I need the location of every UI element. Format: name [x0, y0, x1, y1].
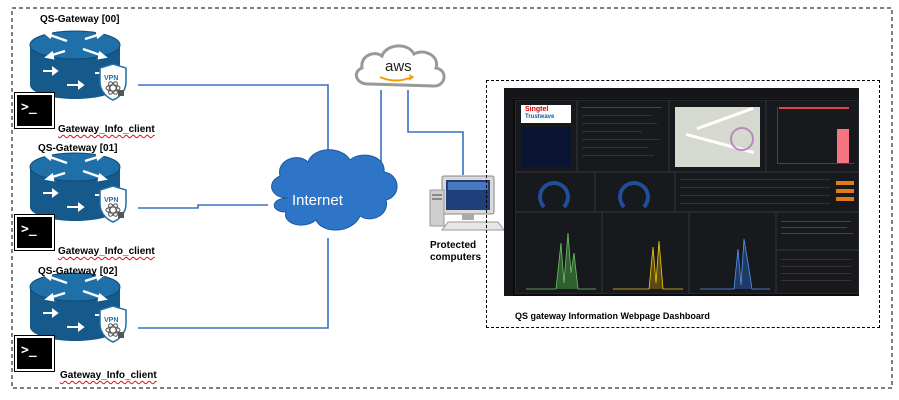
dashboard-frame — [486, 80, 880, 328]
terminal-icon-2: >_ — [14, 335, 55, 372]
dashboard-screenshot: Singtel Trustwave — [504, 88, 859, 296]
client-label-2: Gateway_Info_client — [60, 370, 157, 381]
dashboard-caption: QS gateway Information Webpage Dashboard — [515, 311, 710, 321]
dashboard-topbar — [504, 88, 859, 99]
outgoing-gauge-panel — [595, 172, 675, 213]
aws-cloud-icon — [354, 44, 446, 88]
protection-chart-panel — [689, 212, 776, 294]
protected-label-line2: computers — [430, 252, 482, 263]
incoming-gauge-panel — [515, 172, 595, 213]
protection-chart — [700, 238, 770, 290]
aws-label: aws — [385, 58, 412, 75]
dashboard-sidebar — [504, 98, 513, 296]
outgoing-chart — [613, 240, 683, 290]
gateway-title-2: QS-Gateway [02] — [38, 266, 118, 277]
internet-cloud-icon — [271, 149, 398, 231]
terminal-icon-1: >_ — [14, 214, 55, 251]
vpn-label-1: VPN — [104, 197, 119, 204]
recent-table-panel — [776, 250, 859, 294]
latency-panel — [766, 100, 859, 172]
star-map — [521, 127, 571, 167]
alert-text-panel — [776, 212, 859, 250]
vpn-label-0: VPN — [104, 75, 119, 82]
location-panel — [669, 100, 766, 172]
client-label-1: Gateway_Info_client — [58, 246, 155, 257]
latency-bar — [837, 129, 849, 163]
gateway-title-1: QS-Gateway [01] — [38, 143, 118, 154]
outgoing-chart-panel — [602, 212, 689, 294]
client-label-0: Gateway_Info_client — [58, 124, 155, 135]
link-aws-computers — [407, 90, 464, 175]
internet-label: Internet — [292, 192, 343, 209]
info-panel — [577, 100, 669, 172]
location-map — [675, 106, 760, 167]
incoming-chart — [526, 232, 596, 290]
link-gw1-internet — [138, 204, 268, 209]
link-gw0-internet — [138, 84, 329, 178]
link-gw2-internet — [138, 238, 329, 329]
terminal-icon-0: >_ — [14, 92, 55, 129]
brand-trustwave: Trustwave — [525, 114, 555, 120]
brand-logo: Singtel Trustwave — [521, 105, 571, 123]
brand-panel: Singtel Trustwave — [515, 100, 577, 172]
events-table-panel — [675, 172, 859, 212]
protected-label-line1: Protected — [430, 240, 477, 251]
gateway-title-0: QS-Gateway [00] — [40, 14, 120, 25]
computer-icon — [429, 175, 505, 231]
brand-singtel: Singtel — [525, 106, 549, 113]
incoming-chart-panel — [515, 212, 602, 294]
vpn-label-2: VPN — [104, 317, 119, 324]
